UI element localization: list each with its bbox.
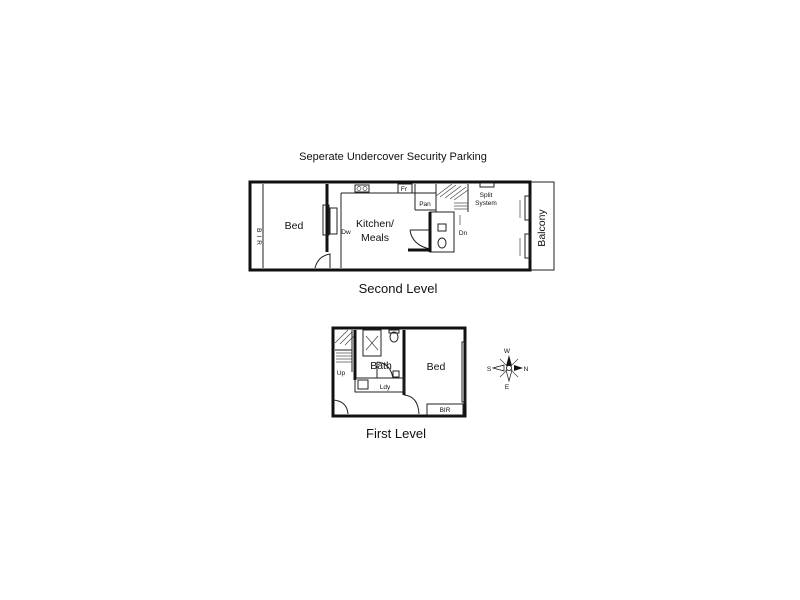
balcony-door-upper xyxy=(524,195,531,221)
balcony-door-lower xyxy=(524,233,531,259)
compass-n: N xyxy=(524,366,529,373)
first-entry-door xyxy=(332,399,349,415)
entry-door xyxy=(314,253,331,269)
fridge-label: Fr xyxy=(401,186,408,193)
second-level-caption: Second Level xyxy=(359,281,438,296)
first-level-outer-wall xyxy=(331,326,467,418)
laundry-unit xyxy=(354,377,405,393)
first-level-stair xyxy=(334,329,356,372)
bath-door xyxy=(376,361,394,379)
compass-e: E xyxy=(505,384,510,391)
split-system-label-line2: System xyxy=(475,200,497,207)
basin xyxy=(389,331,399,343)
bathtub xyxy=(362,329,382,357)
dishwasher xyxy=(329,207,338,235)
kitchen-label-line1: Kitchen/ xyxy=(356,218,394,230)
first-level-caption: First Level xyxy=(366,426,426,441)
laundry-label: Ldy xyxy=(380,384,391,391)
first-bir xyxy=(426,403,464,416)
stair-down-label: Dn xyxy=(459,230,468,237)
stair-up-label: Up xyxy=(337,370,346,377)
powder-room xyxy=(429,211,455,253)
second-level-stair xyxy=(435,183,469,225)
split-system-unit xyxy=(479,182,495,188)
cooktop xyxy=(354,184,370,193)
bed-door xyxy=(403,394,420,415)
compass-w: W xyxy=(504,348,511,355)
toilet xyxy=(437,237,447,249)
fridge xyxy=(397,183,413,194)
second-bed-label: Bed xyxy=(285,220,304,232)
pantry-label: Pan xyxy=(419,201,431,208)
powder-door xyxy=(409,229,431,250)
bath-label: Bath xyxy=(370,360,392,372)
second-level-plan xyxy=(248,180,555,272)
first-level-plan xyxy=(331,326,467,418)
sliding-door xyxy=(322,204,330,236)
balcony-label: Balcony xyxy=(536,209,548,247)
compass-rose-icon xyxy=(491,355,523,383)
split-system-label-line1: Split xyxy=(480,192,493,199)
first-bed-label: Bed xyxy=(427,361,446,373)
first-bir-label: BIR xyxy=(440,407,451,414)
kitchen-label-line2: Meals xyxy=(361,232,389,244)
first-window xyxy=(461,341,467,403)
second-level-outer-wall xyxy=(248,180,532,272)
dishwasher-label: Dw xyxy=(341,229,351,236)
parking-note: Seperate Undercover Security Parking xyxy=(299,151,487,163)
compass-s: S xyxy=(487,366,492,373)
second-bir-label: BIR xyxy=(255,228,262,248)
